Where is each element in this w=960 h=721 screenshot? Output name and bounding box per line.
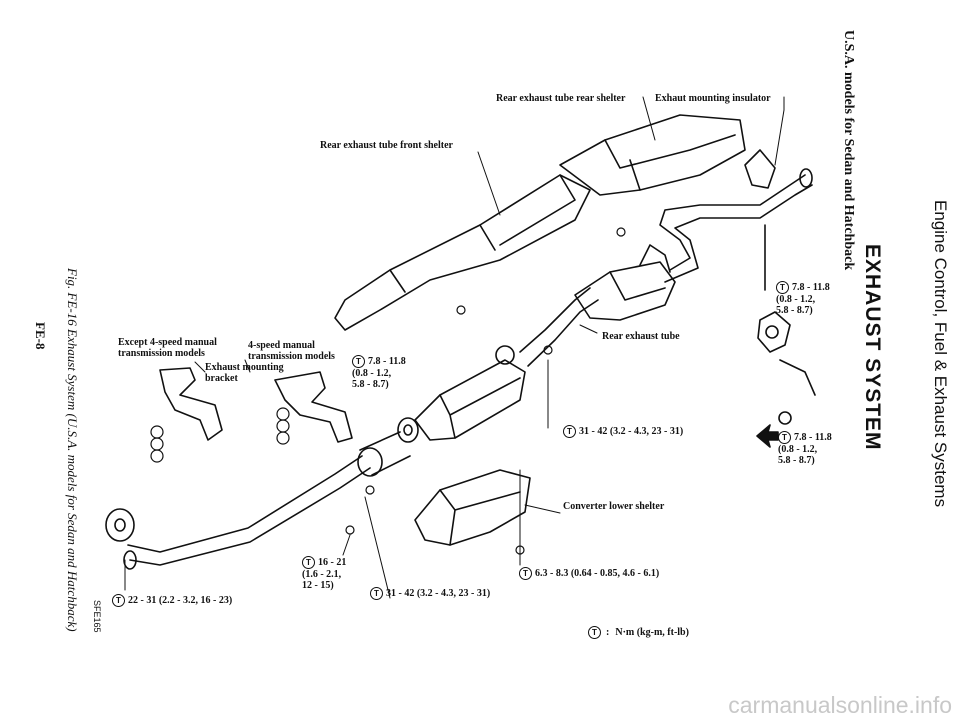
figure-code: SFE165 bbox=[92, 600, 102, 633]
label-mounting-bracket: Exhaust mounting bracket bbox=[205, 362, 284, 384]
torque-icon: T bbox=[563, 425, 576, 438]
bracket-4speed bbox=[274, 371, 353, 443]
torque-icon: T bbox=[588, 626, 601, 639]
torque-icon: T bbox=[112, 594, 125, 607]
label-except-models: Except 4-speed manual transmission model… bbox=[118, 337, 217, 359]
label-4speed-models: 4-speed manual transmission models bbox=[248, 340, 335, 362]
label-rear-shelter: Rear exhaust tube rear shelter bbox=[496, 93, 626, 104]
clamp-joint bbox=[357, 447, 383, 477]
units-legend: T:N·m (kg-m, ft-lb) bbox=[588, 626, 689, 639]
torque-icon: T bbox=[370, 587, 383, 600]
rear-heat-shelter bbox=[559, 114, 746, 196]
front-flange bbox=[105, 508, 135, 542]
section-header: Engine Control, Fuel & Exhaust Systems bbox=[931, 200, 950, 508]
front-exhaust-tube bbox=[129, 467, 371, 566]
mounting-insulator bbox=[744, 149, 776, 189]
watermark: carmanualsonline.info bbox=[728, 692, 952, 718]
front-heat-shelter bbox=[334, 174, 591, 331]
torque-icon: T bbox=[778, 431, 791, 444]
page-subtitle: U.S.A. models for Sedan and Hatchback bbox=[841, 30, 856, 271]
bracket-except bbox=[159, 367, 223, 441]
page-id: FE-8 bbox=[33, 322, 48, 350]
label-rear-tube: Rear exhaust tube bbox=[602, 331, 680, 342]
figure-caption: Fig. FE-16 Exhaust System (U.S.A. models… bbox=[65, 268, 80, 632]
page-title: EXHAUST SYSTEM bbox=[861, 244, 884, 451]
label-front-shelter: Rear exhaust tube front shelter bbox=[320, 140, 453, 151]
label-insulator: Exhaut mounting insulator bbox=[655, 93, 771, 104]
converter-lower-shelter bbox=[414, 469, 531, 546]
torque-icon: T bbox=[302, 556, 315, 569]
torque-icon: T bbox=[352, 355, 365, 368]
catalytic-converter bbox=[414, 359, 526, 441]
torque-icon: T bbox=[519, 567, 532, 580]
torque-icon: T bbox=[776, 281, 789, 294]
label-converter-shelter: Converter lower shelter bbox=[563, 501, 665, 512]
rear-muffler bbox=[574, 261, 676, 321]
